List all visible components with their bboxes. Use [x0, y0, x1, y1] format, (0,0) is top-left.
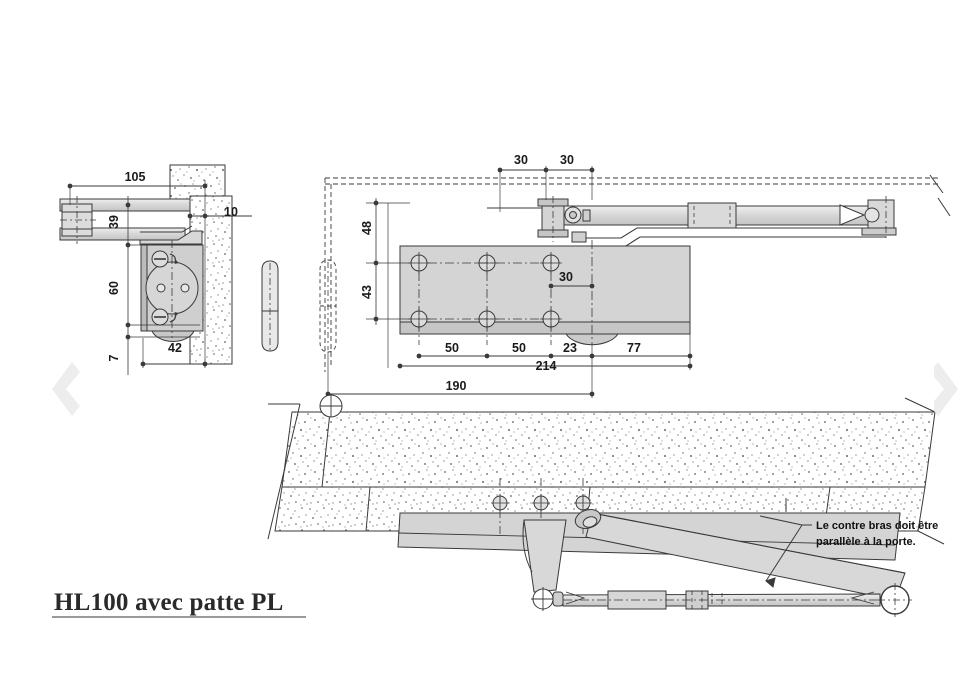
- dim-label-7: 7: [107, 354, 121, 361]
- dim-label-23: 23: [563, 341, 577, 355]
- dimension-214: [397, 334, 693, 370]
- door-section-view: [267, 394, 945, 617]
- mounting-holes: [408, 240, 593, 345]
- dimension-42: [140, 215, 208, 368]
- arm-elbow-knuckle: [574, 509, 602, 529]
- dim-label-30-top-left: 30: [514, 153, 528, 167]
- valve-screw-lower: [151, 308, 179, 326]
- chevron-right-icon[interactable]: [934, 358, 960, 420]
- dimension-190: [325, 345, 595, 398]
- dim-label-30-top-right: 30: [560, 153, 574, 167]
- dimension-stack-vertical: [125, 196, 200, 375]
- dim-label-48: 48: [360, 221, 374, 235]
- valve-screw-upper: [151, 250, 179, 268]
- chevron-left-icon[interactable]: [44, 358, 80, 420]
- plan-view: [319, 166, 951, 398]
- side-elevation-view: [59, 164, 279, 375]
- note-line-2: parallèle à la porte.: [816, 536, 916, 548]
- dim-label-50-b: 50: [512, 341, 526, 355]
- dim-label-39: 39: [107, 215, 121, 229]
- lower-arm-pivot: [531, 587, 564, 611]
- contre-bras-rod: [562, 583, 912, 617]
- dim-label-10: 10: [224, 205, 238, 219]
- dim-label-43: 43: [360, 285, 374, 299]
- note-leader-line: [759, 515, 812, 588]
- dim-label-105: 105: [125, 170, 146, 184]
- page-title: HL100 avec patte PL: [54, 589, 283, 616]
- dimension-48-43: [366, 198, 410, 368]
- note-line-1: Le contre bras doit être: [816, 520, 938, 532]
- dimension-10: [187, 200, 252, 222]
- dim-label-50-a: 50: [445, 341, 459, 355]
- dim-label-214: 214: [536, 359, 557, 373]
- hinge-plan-dashed: [319, 259, 337, 353]
- dim-label-190: 190: [446, 379, 467, 393]
- arm-pivot-block: [537, 196, 591, 242]
- door-hinge-marker: [319, 394, 343, 418]
- dimension-30-middle: [548, 283, 595, 289]
- dim-label-77: 77: [627, 341, 641, 355]
- dimension-105: [67, 180, 208, 215]
- dim-label-42: 42: [168, 341, 182, 355]
- dim-label-60: 60: [107, 281, 121, 295]
- dimension-30-30-top: [497, 166, 595, 212]
- dim-label-30-middle: 30: [559, 270, 573, 284]
